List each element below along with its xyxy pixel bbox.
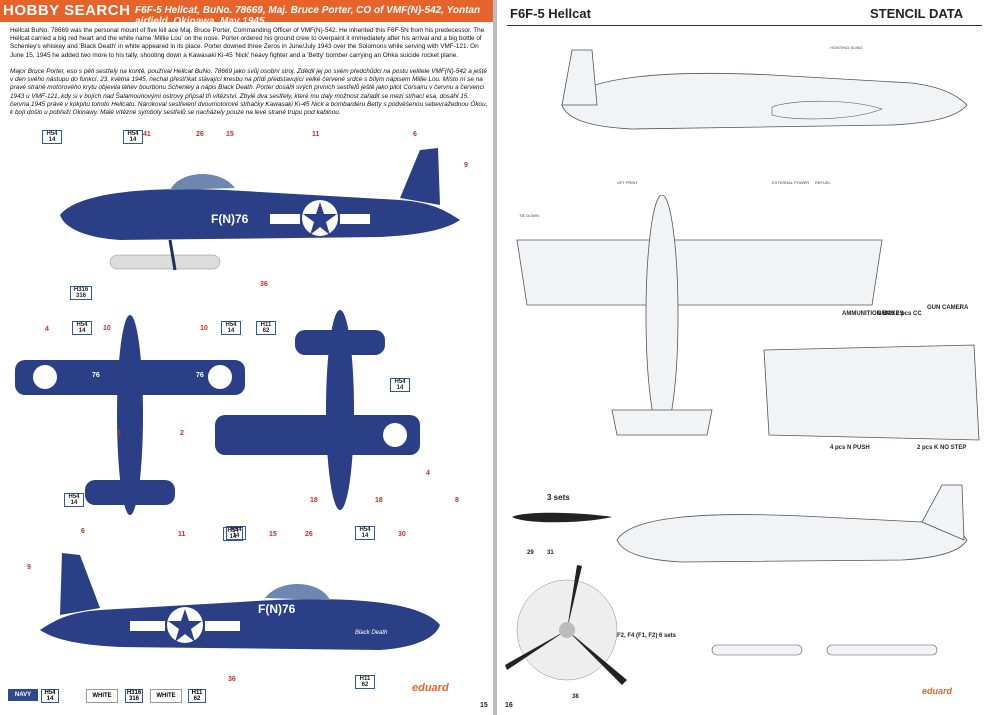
stencil-side-profile-bottom [616,484,968,563]
eduard-logo: eduard [412,682,449,694]
callout-30: 30 [398,531,406,538]
stencil-side-profile-top [561,49,968,130]
callout-15: 15 [269,531,277,538]
wing-code-right: 76 [196,372,204,379]
stencil-wing-panel [763,344,980,441]
prop-callout-29: 29 [527,550,534,556]
label-gun-camera: GUN CAMERA [927,305,969,311]
right-title: F6F-5 Hellcat [510,6,591,21]
page-number: 15 [480,702,488,709]
callout-2: 2 [180,430,184,437]
hobby-search-logo: HOBBY SEARCH [3,2,131,19]
callout-4: 4 [426,470,430,477]
callout-36: 36 [228,676,236,683]
callout-9: 9 [464,162,468,169]
fuselage-code: F(N)76 [211,212,249,226]
label-n-push: 4 pcs N PUSH [830,445,870,451]
left-page: HOBBY SEARCH F6F-5 Hellcat, BuNo. 78669,… [0,0,493,715]
english-description: Hellcat BuNo. 78669 was the personal mou… [10,27,485,59]
eduard-logo-right: eduard [922,686,953,696]
callout-11: 11 [312,131,320,138]
callout-1: 1 [117,430,121,437]
callout-15: 15 [226,131,234,138]
label-refuel: REFUEL [815,180,831,185]
nose-art-text: Black Death [355,630,388,636]
propeller-hub-view [505,565,627,685]
callout-8: 8 [455,497,459,504]
label-ammunition-boxes: AMMUNITION BOXES [842,311,904,317]
prop-callout-31: 31 [547,550,554,556]
legend-navy-blue: NAVY BLUE [8,689,38,710]
fuselage-code-right: F(N)76 [258,602,296,616]
label-hoisting-sling: HOISTING SLING [830,45,863,50]
props-sets-label: 3 sets [547,493,570,502]
label-no-step: 2 pcs K NO STEP [917,445,967,451]
callout-9: 9 [27,564,31,571]
wing-code-left: 76 [92,372,100,379]
callout-10: 10 [200,325,208,332]
right-page: F6F-5 Hellcat STENCIL DATA AMMUNITION BO… [497,0,990,715]
stencil-heading: STENCIL DATA [870,6,964,21]
side-view-right-profile [40,553,440,650]
czech-description: Major Bruce Porter, eso s pěti sestřely … [10,68,488,117]
callout-10: 10 [103,325,111,332]
side-view-left-profile [60,148,460,271]
callout-18: 18 [375,497,383,504]
callout-18: 18 [310,497,318,504]
title-divider [507,25,982,26]
page-number-right: 16 [505,702,513,709]
prop-callout-38: 38 [572,694,579,700]
label-guns: GUNS 2 pcs CC [877,311,922,317]
callout-6: 6 [413,131,417,138]
drop-tank-stencils [711,644,938,656]
callout-4: 4 [45,326,49,333]
left-header: HOBBY SEARCH F6F-5 Hellcat, BuNo. 78669,… [0,0,493,27]
bottom-view-plan [215,310,420,510]
page-gutter [493,0,497,715]
callout-41: 41 [143,131,151,138]
propeller-blade [512,512,612,523]
callout-26: 26 [196,131,204,138]
stencil-plan-view [516,195,883,436]
top-view-plan [15,315,245,515]
marking-title: F6F-5 Hellcat, BuNo. 78669, Maj. Bruce P… [135,5,481,27]
pylon-sets-label: F2, F4 (F1, F2) 6 sets [617,633,677,639]
callout-11: 11 [178,531,186,538]
callout-6: 6 [81,528,85,535]
legend-white: WHITE [86,689,118,703]
callout-36: 36 [260,281,268,288]
callout-26: 26 [305,531,313,538]
label-uft-print: UFT PRINT [617,180,638,185]
label-external-power: EXTERNAL POWER [772,180,810,185]
legend-white-2: WHITE [150,689,182,703]
label-tie-down: TIE DOWN [519,213,539,218]
